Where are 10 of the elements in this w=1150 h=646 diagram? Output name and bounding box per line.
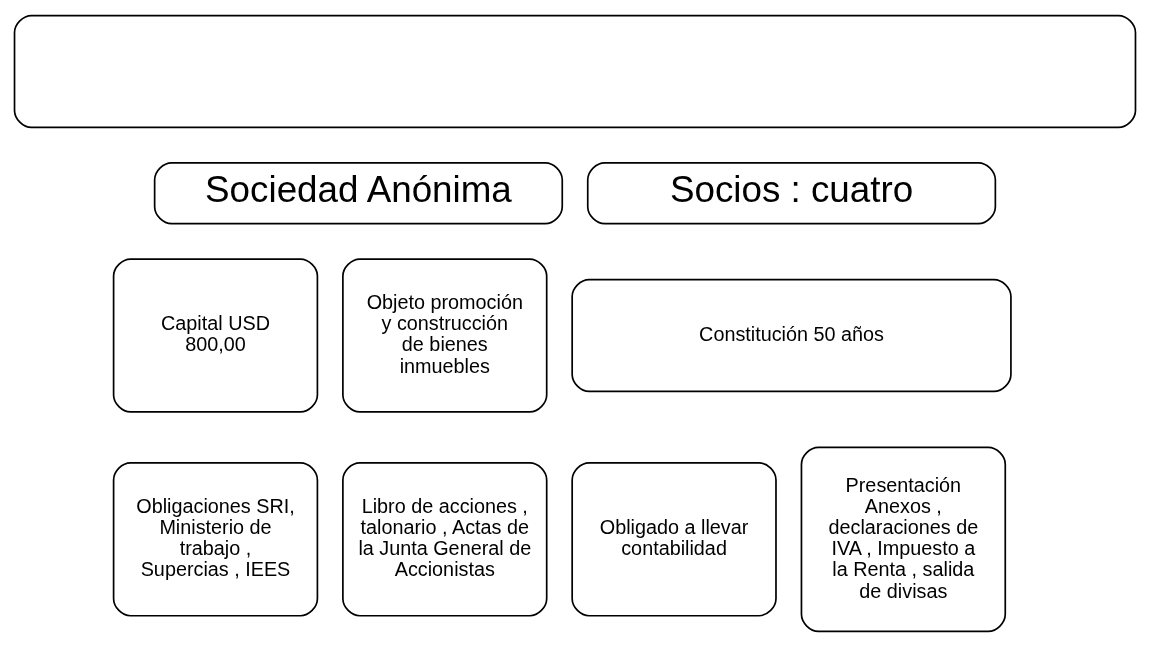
- node-box: [13, 14, 1137, 128]
- node-box: Libro de acciones , talonario , Actas de la Junta General de Accionistas: [342, 461, 548, 617]
- node-box: Constitución 50 años: [571, 278, 1012, 392]
- node-box: Sociedad Anónima: [153, 161, 564, 225]
- node-box: Capital USD 800,00: [112, 257, 319, 413]
- node-box: Obligaciones SRI, Ministerio de trabajo , Supercias , IEES: [112, 461, 319, 617]
- node-box: Objeto promoción y construcción de bienes inmuebles: [342, 257, 548, 413]
- node-box: Presentación Anexos , declaraciones de IVA , Impuesto a la Renta , salida de divisas: [800, 446, 1007, 632]
- node-box: Obligado a llevar contabilidad: [571, 461, 777, 617]
- node-box: Socios : cuatro: [586, 161, 997, 225]
